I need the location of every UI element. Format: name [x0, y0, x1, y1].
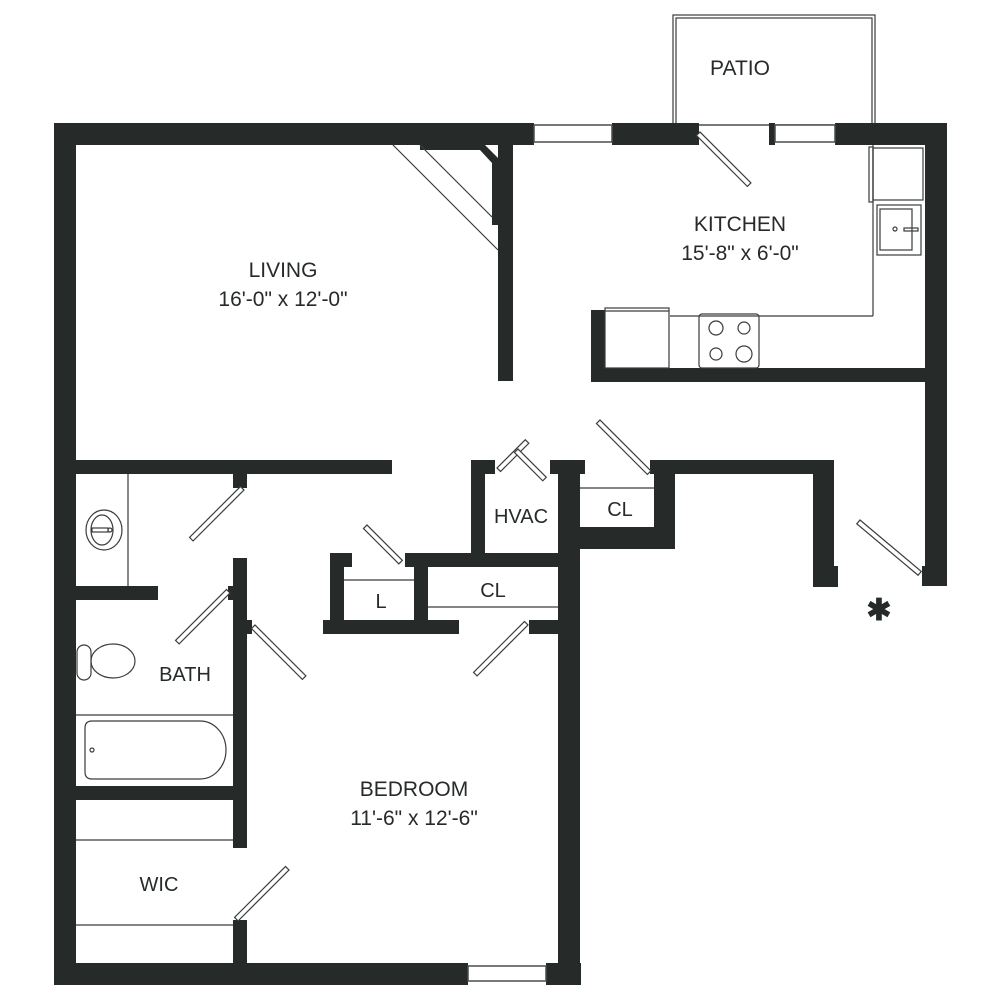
bathtub-icon [84, 720, 227, 780]
toilet-icon [90, 643, 136, 679]
doors [174, 131, 923, 922]
patio-label: PATIO [710, 57, 770, 80]
linen-label: L [375, 591, 386, 613]
walls [54, 123, 947, 985]
hall-closet-label: CL [607, 499, 633, 521]
living-label: LIVING [249, 259, 318, 282]
kitchen-fixtures [604, 145, 924, 369]
bath-sink-icon [85, 509, 123, 551]
entry-marker-icon: ✱ [866, 594, 891, 627]
kitchen-label: KITCHEN [694, 213, 786, 236]
stove-icon [698, 313, 760, 369]
windows [467, 124, 836, 982]
wic-label: WIC [140, 874, 179, 896]
living-dimensions: 16'-0" x 12'-0" [218, 288, 347, 311]
refrigerator-icon [872, 147, 924, 201]
dishwasher-icon [604, 307, 670, 369]
bedroom-closet-label: CL [480, 580, 506, 602]
hvac-label: HVAC [494, 506, 548, 528]
sink-icon [876, 204, 922, 256]
corner-fireplace [392, 144, 499, 251]
bedroom-dimensions: 11'-6" x 12'-6" [350, 807, 478, 830]
bedroom-label: BEDROOM [360, 778, 469, 801]
bath-fixtures [76, 474, 233, 780]
closet-shelves [76, 487, 654, 926]
kitchen-dimensions: 15'-8" x 6'-0" [681, 242, 798, 265]
patio-outline [672, 14, 876, 126]
bath-label: BATH [159, 664, 211, 686]
